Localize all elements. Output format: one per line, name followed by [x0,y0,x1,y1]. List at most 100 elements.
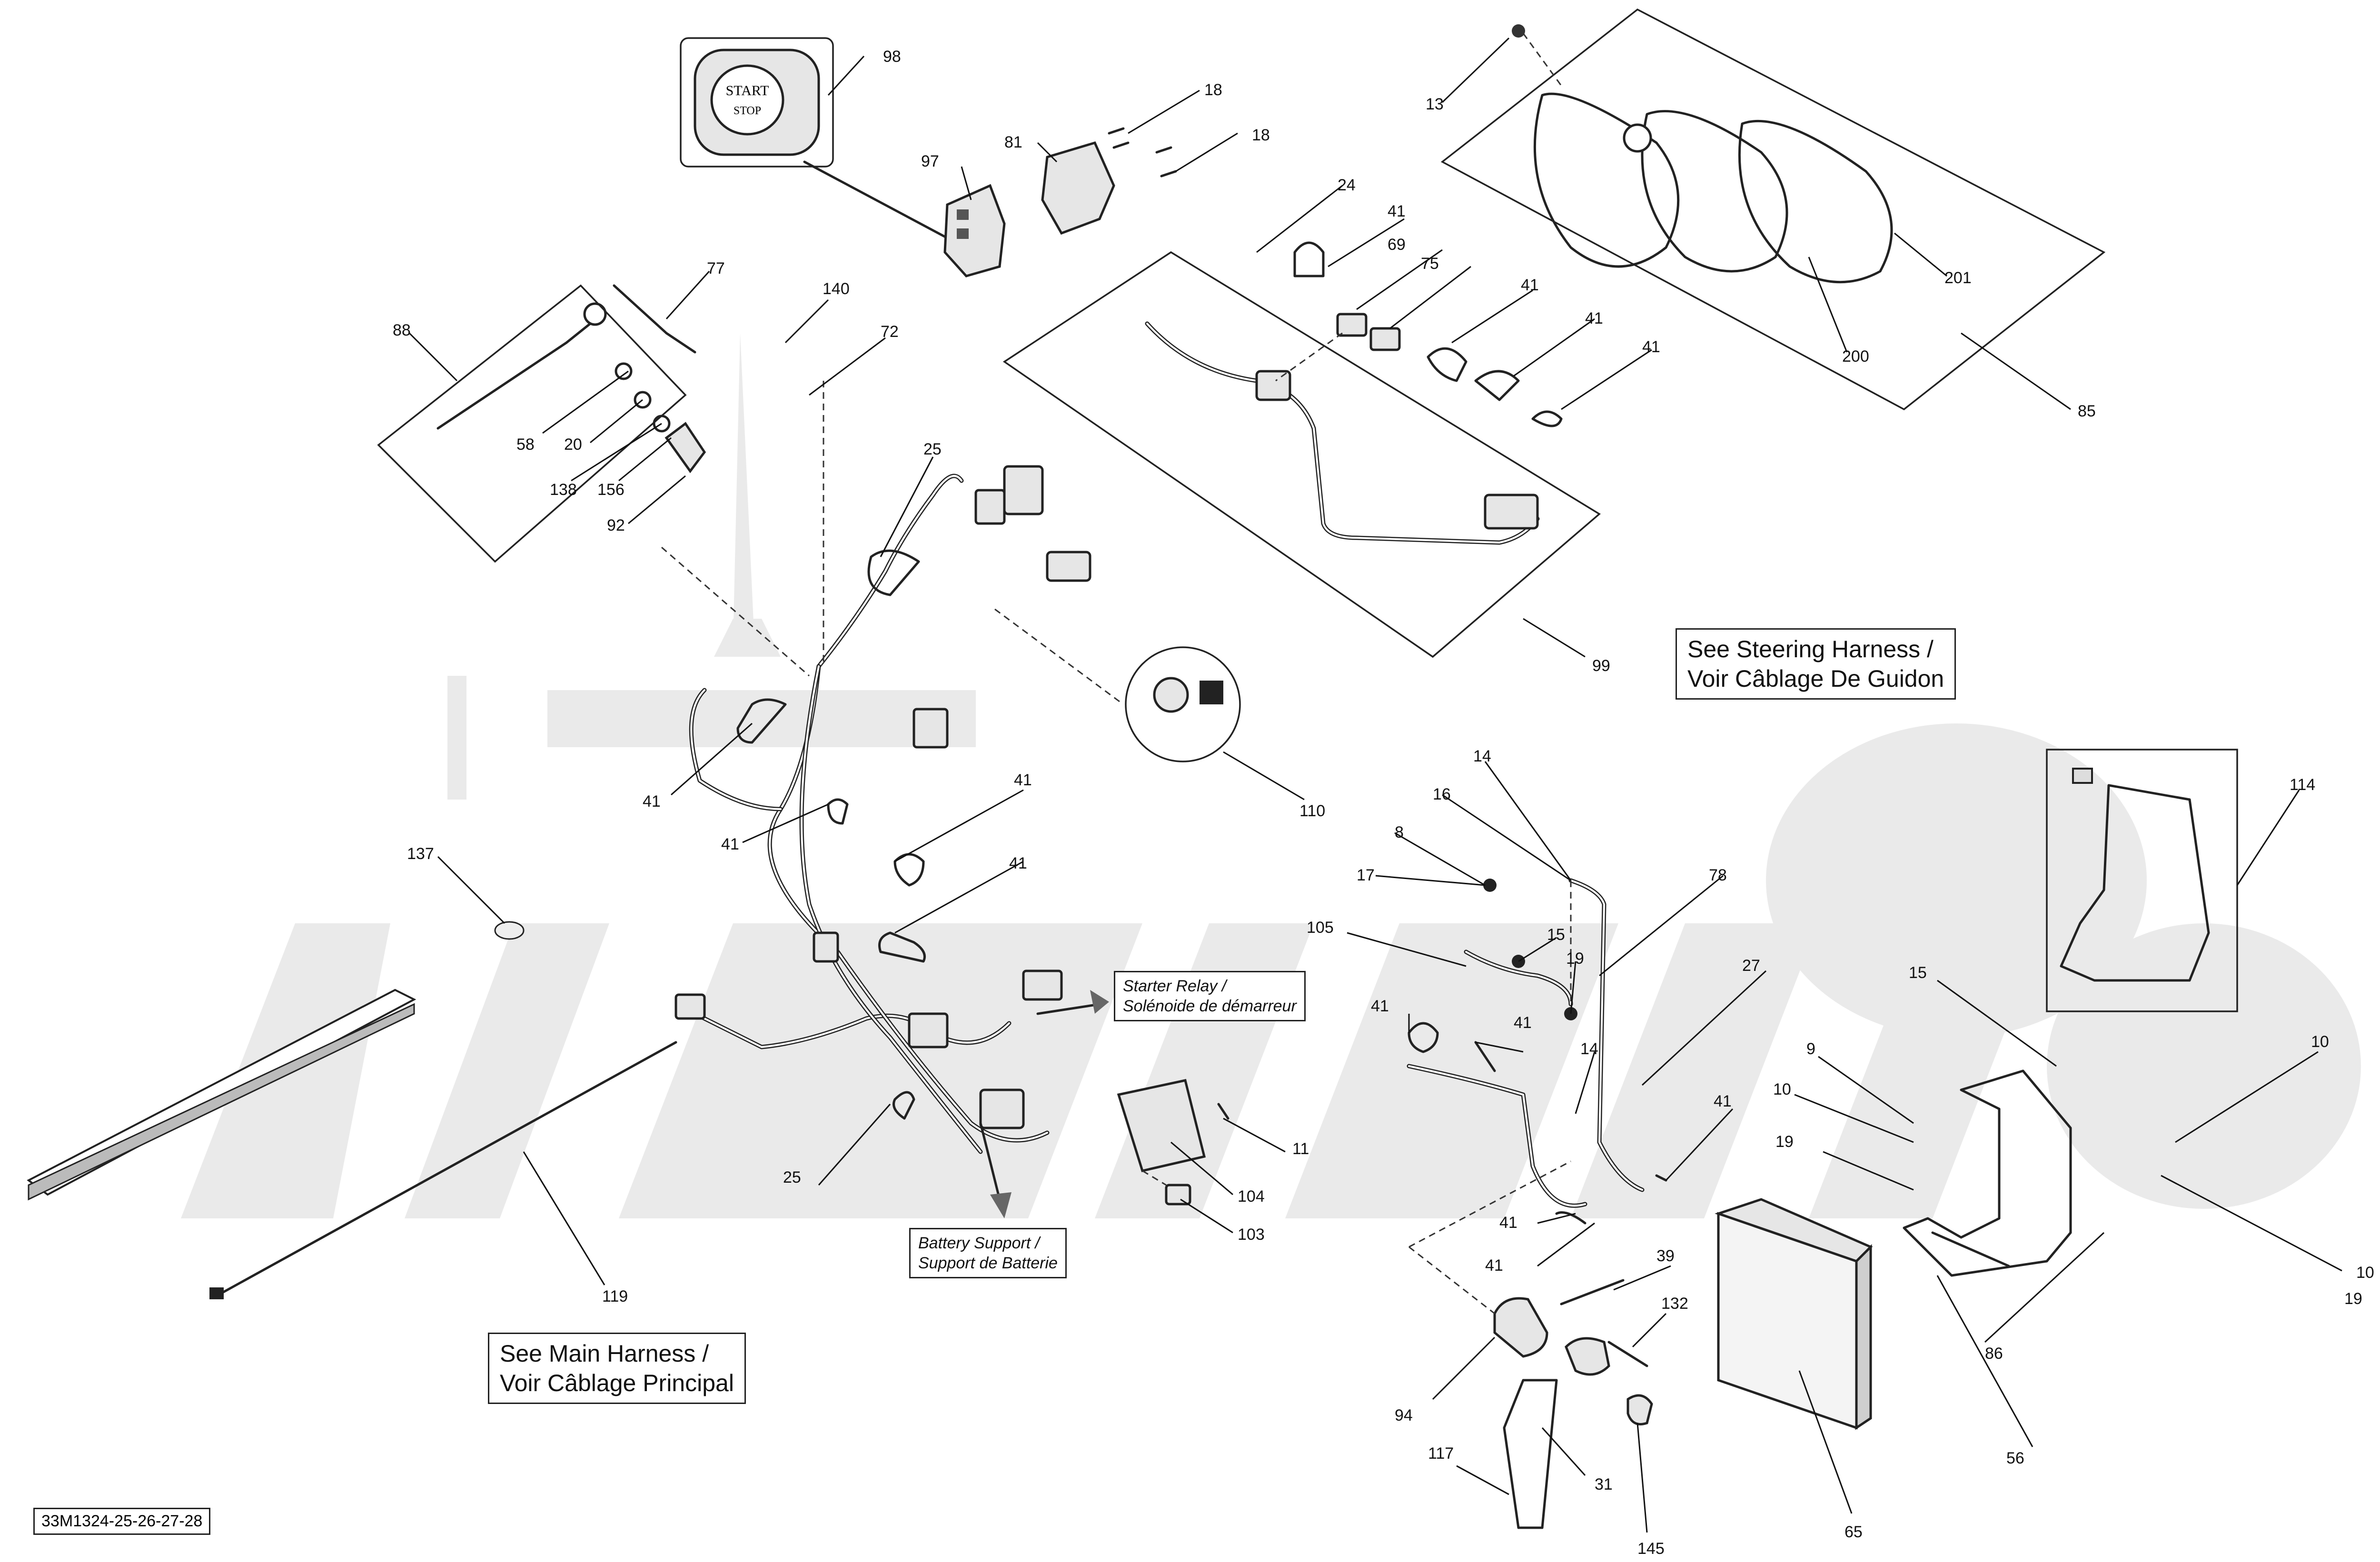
callout-label: 114 [2290,776,2315,794]
callout-label: 20 [564,435,582,454]
starter-solenoid-icon [1493,1279,1653,1529]
callout-label: 14 [1580,1040,1598,1058]
callout-label: 132 [1661,1295,1688,1313]
callout-label: 41 [1521,276,1539,294]
callout-label: 92 [607,516,625,534]
screws-icon [1108,127,1177,178]
note-line-fr: Voir Câblage Principal [500,1370,734,1396]
note-line-en: Starter Relay / [1123,977,1227,995]
callout-label: 140 [823,280,850,298]
tether-cord-icon [436,284,706,474]
callout-label: 97 [921,152,939,170]
steering-harness-group-box [1002,251,1601,658]
document-code: 33M1324-25-26-27-28 [33,1508,211,1535]
control-module-icon [1117,1079,1230,1206]
callout-label: 15 [1547,926,1565,944]
callout-label: 201 [1944,269,1972,287]
callout-label: 17 [1357,866,1375,884]
callout-label: 31 [1595,1475,1613,1493]
note-line-en: See Main Harness / [500,1340,709,1367]
note-line-fr: Voir Câblage De Guidon [1687,665,1944,692]
note-line-en: Battery Support / [918,1234,1040,1252]
callout-label: 8 [1395,823,1404,841]
callout-label: 56 [2006,1449,2024,1467]
callout-label: 18 [1204,81,1222,99]
callout-label: 41 [1014,771,1032,789]
callout-leaders [408,37,2342,1533]
callout-label: 137 [407,845,434,863]
callout-label: 41 [721,835,739,853]
callout-label: 10 [2311,1033,2329,1051]
callout-label: 85 [2078,402,2096,420]
callout-label: 41 [1714,1092,1732,1110]
callout-label: 41 [1499,1214,1517,1232]
callout-label: 75 [1421,255,1439,273]
callout-label: 25 [923,440,942,458]
steering-harness-note: See Steering Harness / Voir Câblage De G… [1676,628,1956,700]
callout-label: 9 [1806,1040,1815,1058]
callout-numbers: 98 18 18 97 81 13 24 41 69 75 41 41 41 2… [393,48,2374,1558]
callout-label: 10 [1773,1080,1791,1098]
main-harness-note: See Main Harness / Voir Câblage Principa… [488,1333,746,1404]
callout-label: 19 [1775,1133,1794,1151]
callout-label: 11 [1292,1140,1309,1158]
callout-label: 69 [1388,236,1406,254]
callout-label: 25 [783,1168,801,1186]
note-line-en: See Steering Harness / [1687,636,1934,662]
callout-label: 86 [1985,1345,2003,1363]
ignition-key-detail-circle [1125,646,1241,762]
callout-label: 14 [1473,747,1491,765]
antenna-wire-icon [209,1041,677,1299]
callout-label: 18 [1252,126,1270,144]
battery-support-inset-icon [2060,768,2210,982]
cluster-group-box [1440,8,2106,411]
callout-label: 117 [1428,1444,1454,1463]
callout-label: 13 [1426,95,1444,113]
callout-label: 19 [1566,949,1584,968]
callout-label: 10 [2356,1264,2374,1282]
handlebar-switch-icon [943,141,1115,277]
callout-label: 41 [1388,202,1406,220]
callout-label: 200 [1842,347,1869,366]
callout-label: 98 [883,48,901,66]
callout-label: 103 [1238,1226,1265,1244]
callout-label: 41 [1642,338,1660,356]
callout-label: 15 [1909,964,1927,982]
callout-label: 19 [2344,1290,2362,1308]
callout-label: 145 [1637,1540,1665,1558]
callout-label: 41 [1371,997,1389,1015]
callout-label: 41 [1514,1014,1532,1032]
start-stop-detail-box [680,37,834,168]
steering-harness-icon [1145,241,1563,545]
callout-label: 77 [707,259,725,277]
starter-relay-note: Starter Relay / Solénoide de démarreur [1114,971,1306,1021]
callout-label: 81 [1004,133,1022,151]
callout-label: 16 [1433,785,1451,803]
callout-label: 41 [1585,309,1603,327]
callout-label: 41 [1485,1256,1503,1275]
battery-support-icon [1903,1069,2072,1277]
callout-label: 58 [516,435,535,454]
callout-label: 24 [1338,176,1356,194]
start-stop-button-icon: START STOP [694,49,820,156]
callout-label: 105 [1307,919,1334,937]
dashed-leaders [661,33,1572,1315]
battery-cable-icon [1407,878,1645,1208]
callout-label: 72 [881,323,899,341]
callout-label: 41 [1009,854,1027,872]
ignition-key-icon [1153,677,1223,713]
callout-label: 78 [1709,866,1727,884]
note-line-fr: Support de Batterie [918,1254,1058,1272]
callout-label: 119 [602,1287,628,1305]
start-label: START [726,83,769,99]
callout-label: 104 [1238,1187,1265,1206]
trim-strip-icon [27,989,416,1201]
key-tether-group-box [377,284,687,563]
callout-label: 110 [1299,802,1325,820]
battery-icon [1715,1198,1873,1430]
callout-label: 65 [1844,1523,1863,1541]
callout-label: 156 [597,481,625,499]
callout-label: 39 [1656,1247,1675,1265]
callout-label: 41 [643,792,661,811]
battery-support-note: Battery Support / Support de Batterie [909,1228,1067,1278]
